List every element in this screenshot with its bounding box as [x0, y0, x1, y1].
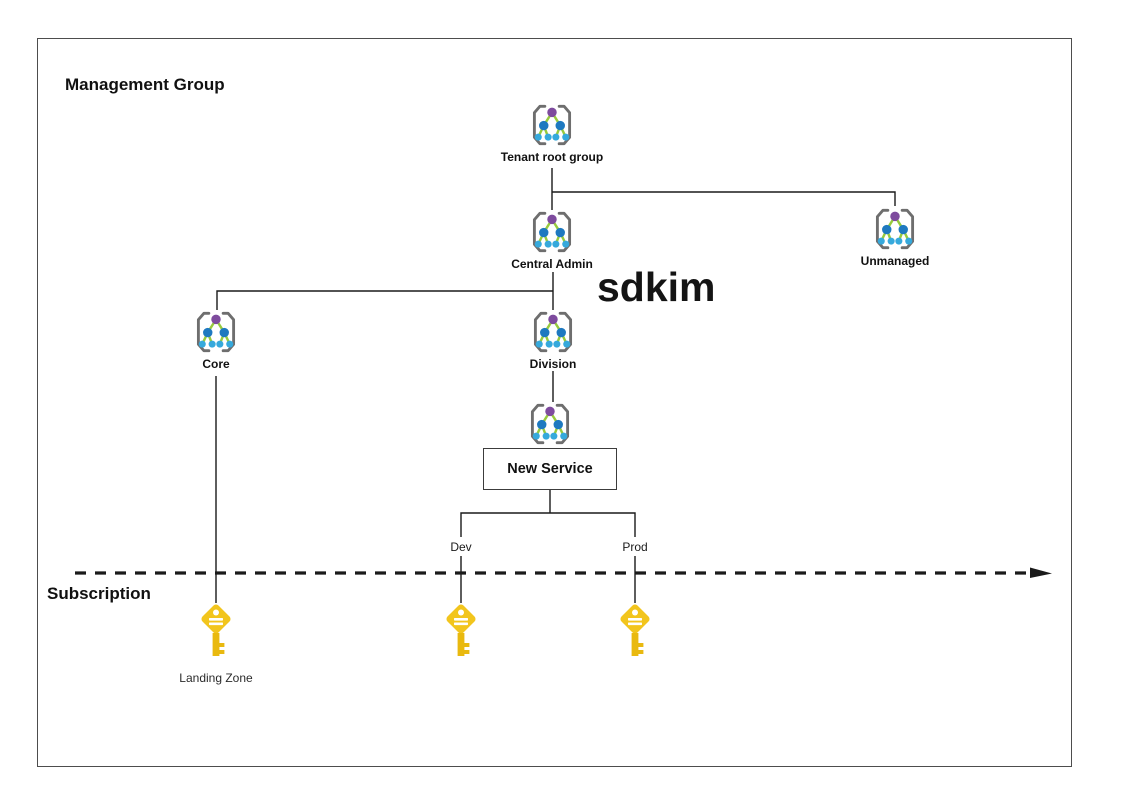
node-division[interactable]: Division: [488, 310, 618, 371]
node-label-unmanaged: Unmanaged: [860, 254, 930, 268]
node-new-service-box[interactable]: New Service: [483, 448, 617, 490]
key-icon: [200, 603, 232, 656]
node-tenant-root-group[interactable]: Tenant root group: [487, 103, 617, 164]
subscription-key-icon-landing-zone[interactable]: [198, 602, 234, 658]
node-label-division: Division: [529, 357, 577, 371]
subscription-region-label: Subscription: [47, 584, 151, 603]
node-new-service-icon[interactable]: [485, 402, 615, 446]
management-group-icon: [532, 211, 572, 253]
node-label-central-admin: Central Admin: [511, 257, 593, 271]
management-group-icon: [875, 208, 915, 250]
management-group-icon: [532, 104, 572, 146]
dev-label: Dev: [450, 540, 472, 554]
key-icon: [445, 603, 477, 656]
management-group-icon: [533, 311, 573, 353]
node-label-tenant-root-group: Tenant root group: [500, 150, 604, 164]
management-group-icon: [196, 311, 236, 353]
key-icon: [619, 603, 651, 656]
node-central-admin[interactable]: Central Admin: [487, 210, 617, 271]
annotation-text: sdkim: [597, 264, 716, 310]
subscription-key-icon-dev[interactable]: [443, 602, 479, 658]
subscription-key-icon-prod[interactable]: [617, 602, 653, 658]
prod-label: Prod: [622, 540, 648, 554]
landing-zone-label: Landing Zone: [179, 671, 253, 685]
node-label-new-service: New Service: [507, 461, 593, 477]
management-group-region-label: Management Group: [65, 75, 225, 94]
node-core[interactable]: Core: [151, 310, 281, 371]
management-group-icon: [530, 403, 570, 445]
node-unmanaged[interactable]: Unmanaged: [830, 207, 960, 268]
node-label-core: Core: [202, 357, 230, 371]
diagram-border: [37, 38, 1072, 767]
